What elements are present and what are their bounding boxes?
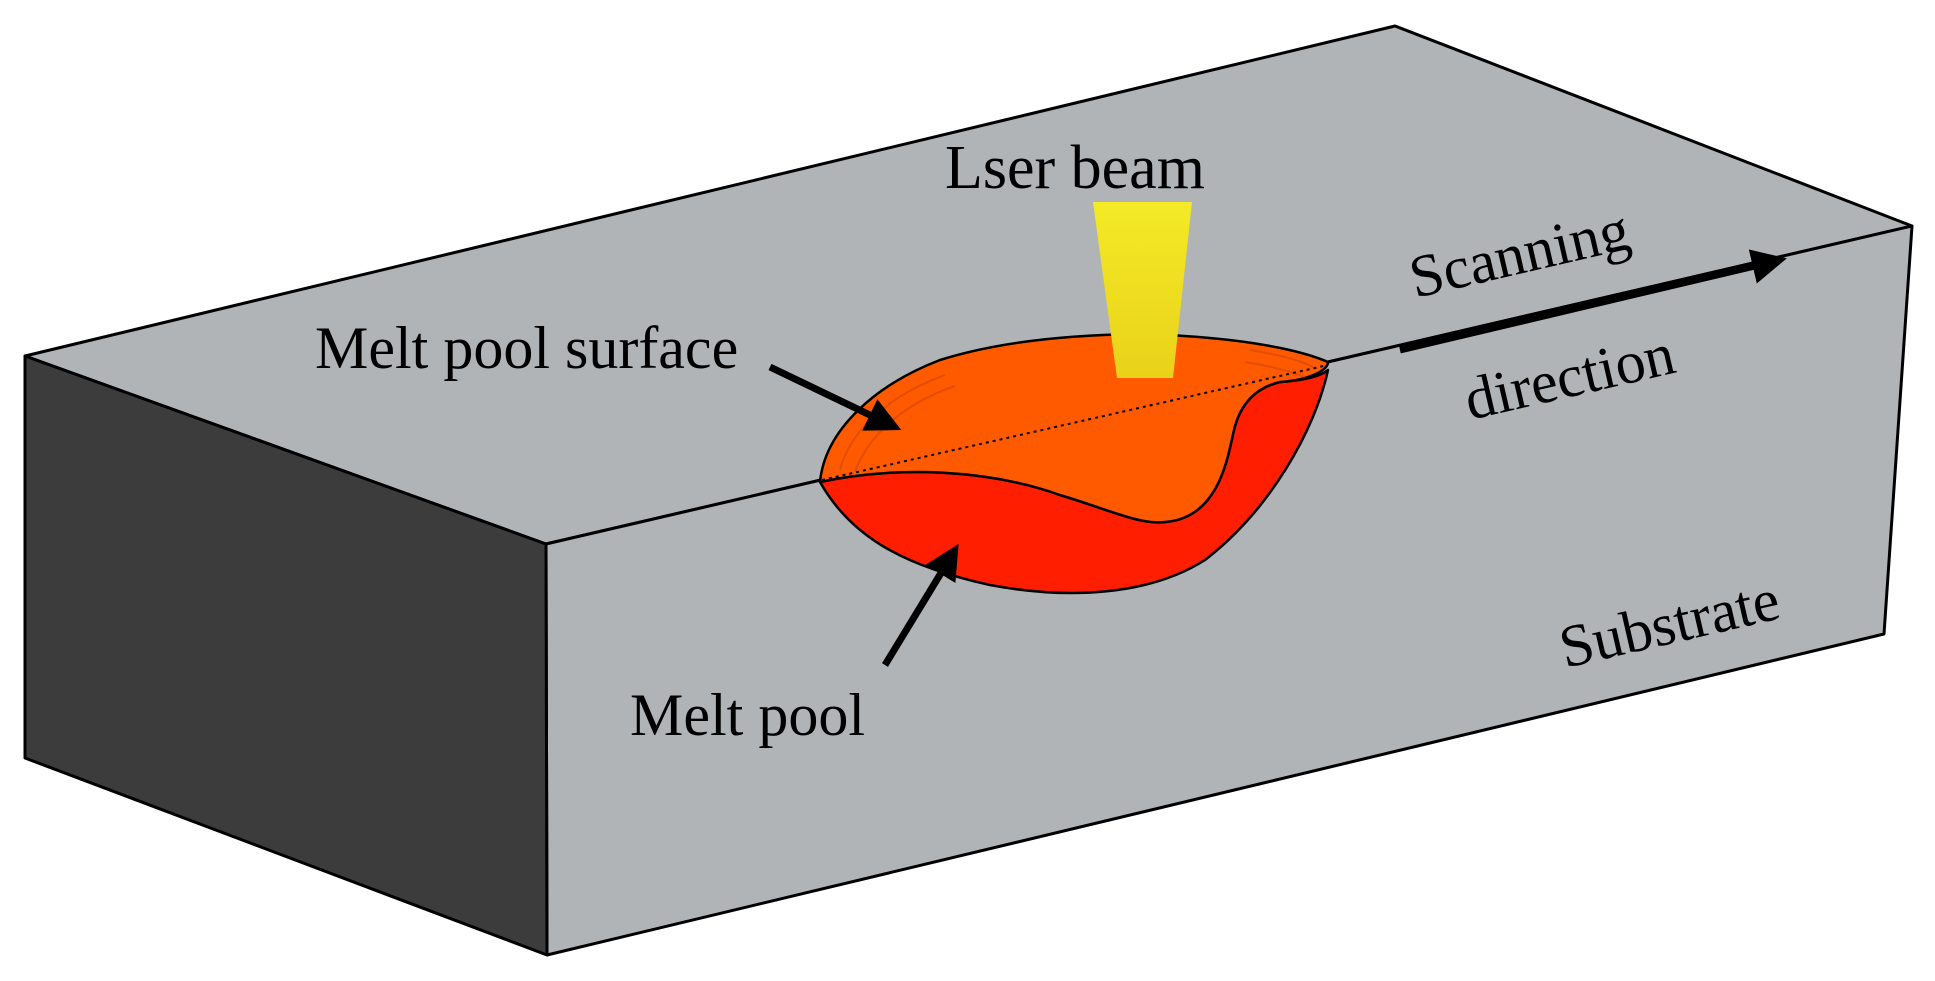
- scanning-direction-arrow: [1399, 249, 1787, 354]
- laser-beam-label: Lser beam: [945, 134, 1205, 202]
- melt-pool-label: Melt pool: [630, 682, 865, 748]
- melt-pool-surface-arrow: [768, 363, 902, 431]
- substrate-block: [23, 24, 1914, 957]
- substrate-left-face: [23, 354, 549, 957]
- melt-pool-surface: [818, 333, 1330, 524]
- laser-beam: [1093, 202, 1192, 378]
- melt-pool-surface-label: Melt pool surface: [315, 315, 738, 381]
- melt-pool-arrow: [882, 544, 959, 667]
- pool-centerline: [821, 364, 1329, 481]
